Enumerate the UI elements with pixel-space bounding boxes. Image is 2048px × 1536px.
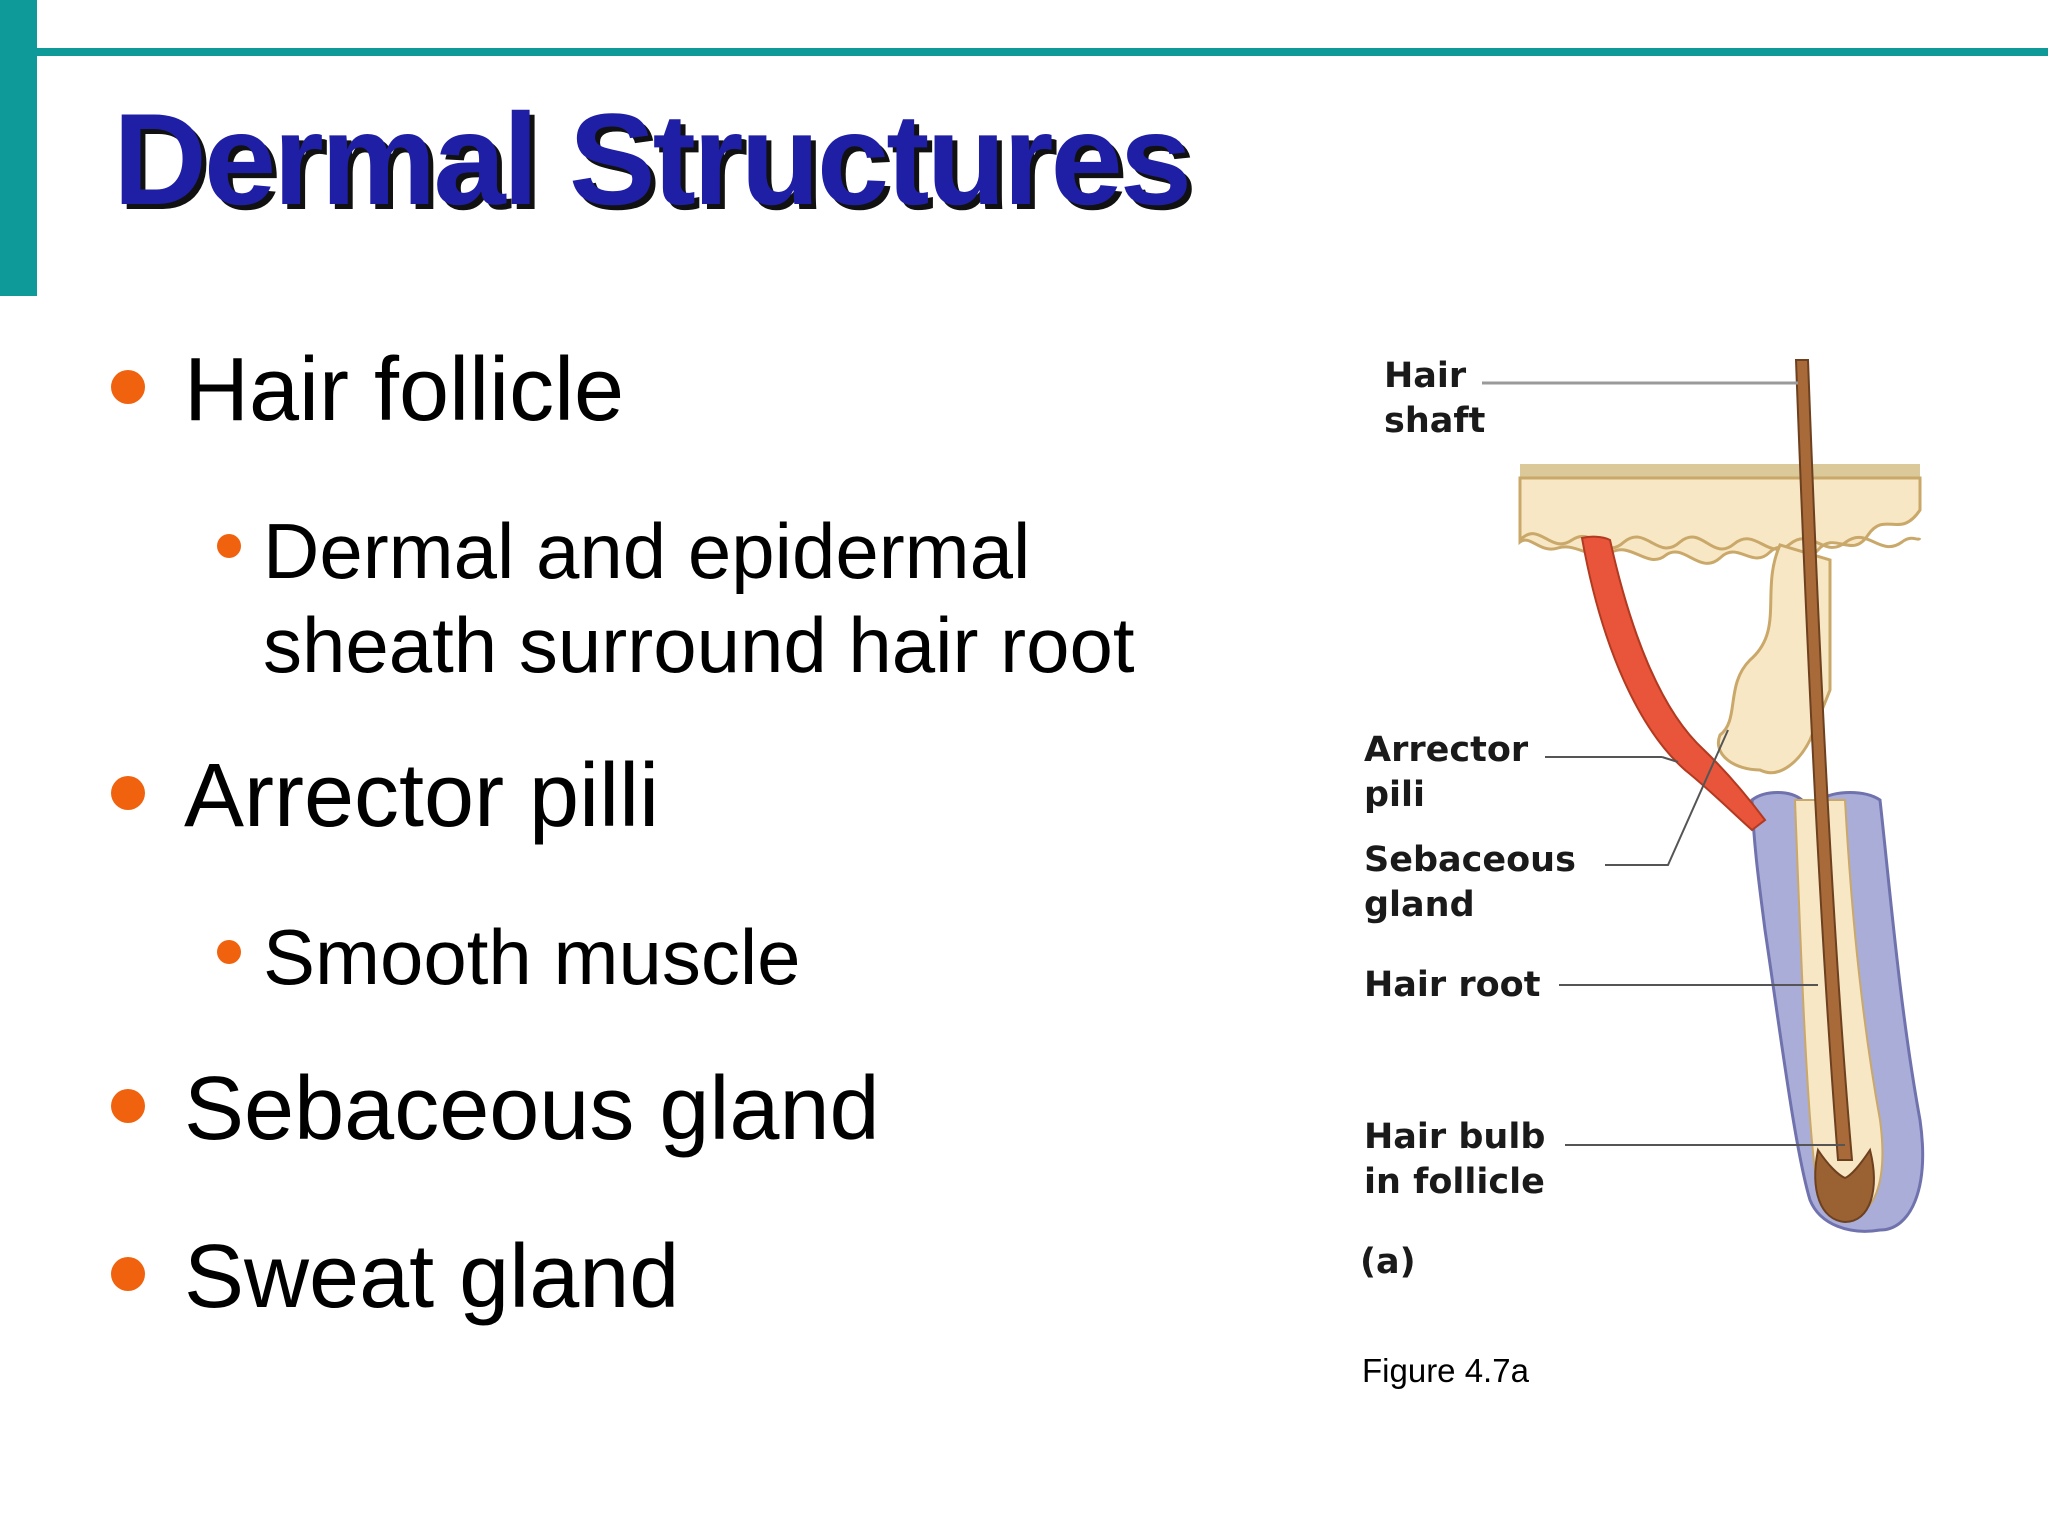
sub-bullet-dot (217, 534, 241, 558)
label-hair-bulb: Hair bulb in follicle (1364, 1117, 1546, 1202)
slide-top-rule (37, 48, 2048, 56)
bullet-dot (111, 370, 145, 404)
bullet-sweat-gland: Sweat gland (184, 1227, 680, 1327)
sub-bullet-smooth-muscle: Smooth muscle (263, 913, 801, 1001)
bullet-arrector-pilli: Arrector pilli (184, 746, 660, 846)
label-hair-shaft: Hair shaft (1384, 356, 1486, 441)
bullet-dot (111, 776, 145, 810)
sub-bullet-sheath-line1: Dermal and epidermal (263, 507, 1031, 595)
label-arrector-pili: Arrector pili (1364, 730, 1529, 815)
hair-bulb (1814, 1147, 1875, 1224)
bullet-dot (111, 1257, 145, 1291)
hair-follicle-diagram (1482, 359, 1925, 1233)
sub-bullet-dot (217, 940, 241, 964)
figure-caption: Figure 4.7a (1362, 1352, 1529, 1389)
epidermis-layer (1518, 476, 1922, 565)
label-hair-root: Hair root (1364, 965, 1541, 1005)
bullet-hair-follicle: Hair follicle (184, 340, 625, 440)
slide-title: Dermal Structures (113, 86, 1192, 232)
hair-follicle-figure: Hair shaft Arrector pili Sebaceous gland… (1340, 330, 1980, 1290)
sebaceous-gland (1716, 543, 1832, 775)
arrector-pili-muscle (1580, 535, 1767, 832)
sub-bullet-sheath-line2: sheath surround hair root (263, 601, 1135, 689)
bullet-dot (111, 1089, 145, 1123)
skin-surface-line (1520, 464, 1920, 478)
hair-shaft (1794, 359, 1854, 1161)
leader-sebaceous-gland (1605, 729, 1729, 866)
slide-accent-bar (0, 0, 37, 296)
label-panel-a: (a) (1360, 1242, 1416, 1282)
bullet-sebaceous-gland: Sebaceous gland (184, 1059, 880, 1159)
label-sebaceous-gland: Sebaceous gland (1364, 840, 1576, 925)
